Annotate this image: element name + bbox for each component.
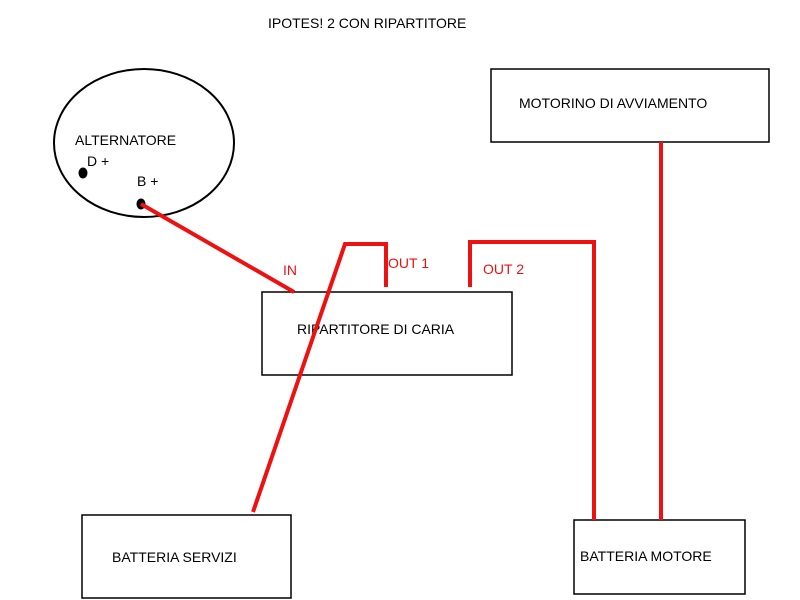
alternator-terminal-b-label: B + [137,173,158,189]
splitter-out1-label: OUT 1 [388,255,429,271]
alternator-ellipse [53,68,235,218]
splitter-out2-label: OUT 2 [483,261,524,277]
splitter-in-label: IN [283,262,297,278]
service-battery-label: BATTERIA SERVIZI [112,549,237,565]
splitter-label: RIPARTITORE DI CARIA [297,321,455,337]
starter-motor-box [490,68,770,143]
starter-motor-label: MOTORINO DI AVVIAMENTO [519,95,707,111]
wire-alternator-to-splitter-in [140,202,295,294]
service-battery-box [81,514,292,599]
engine-battery-label: BATTERIA MOTORE [580,548,712,564]
terminal-d-dot [78,167,88,179]
wire-out2-to-engine-battery [468,240,596,520]
diagram-title: IPOTES! 2 CON RIPARTITORE [268,15,466,31]
engine-battery-box [573,519,746,595]
alternator-label: ALTERNATORE [75,132,176,148]
alternator-terminal-d-label: D + [87,153,109,169]
wire-out1-to-service-battery [251,242,388,513]
